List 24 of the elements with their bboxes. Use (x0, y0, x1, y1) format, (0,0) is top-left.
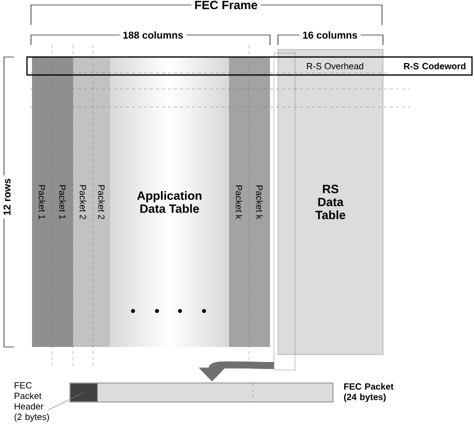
node-label: FEC Packet (24 bytes) (344, 383, 394, 402)
dimension-bracket: 16 columns (278, 28, 384, 46)
packet-column: Packet 2 (93, 57, 110, 347)
dimension-bracket: 12 rows (0, 56, 14, 348)
node-label: Packet 2 (98, 185, 105, 220)
dimension-bracket: FEC Frame (30, 0, 382, 26)
leader-line (48, 392, 84, 410)
row-label: R-S Overhead (306, 62, 364, 70)
packet-column: Packet k (229, 57, 249, 347)
node-label: Packet 1 (38, 185, 46, 220)
node-label: Packet 1 (59, 185, 66, 220)
packet-column: Packet 2 (73, 57, 93, 347)
header-block (70, 383, 98, 402)
node-label: Packet k (256, 185, 263, 220)
data-table: Application Data Table (137, 191, 202, 213)
node-label: FEC Packet Header (2 bytes) (14, 382, 49, 422)
packet-column: Packet 1 (52, 57, 73, 347)
node-label: Packet k (236, 185, 242, 220)
packet-column: Packet 1 (32, 57, 52, 347)
selection-box (274, 52, 296, 370)
node-label: Packet 2 (80, 185, 86, 220)
dimension-bracket: 188 columns (30, 28, 270, 46)
packet-column: Packet k (249, 57, 270, 347)
packet-bar (70, 382, 334, 402)
